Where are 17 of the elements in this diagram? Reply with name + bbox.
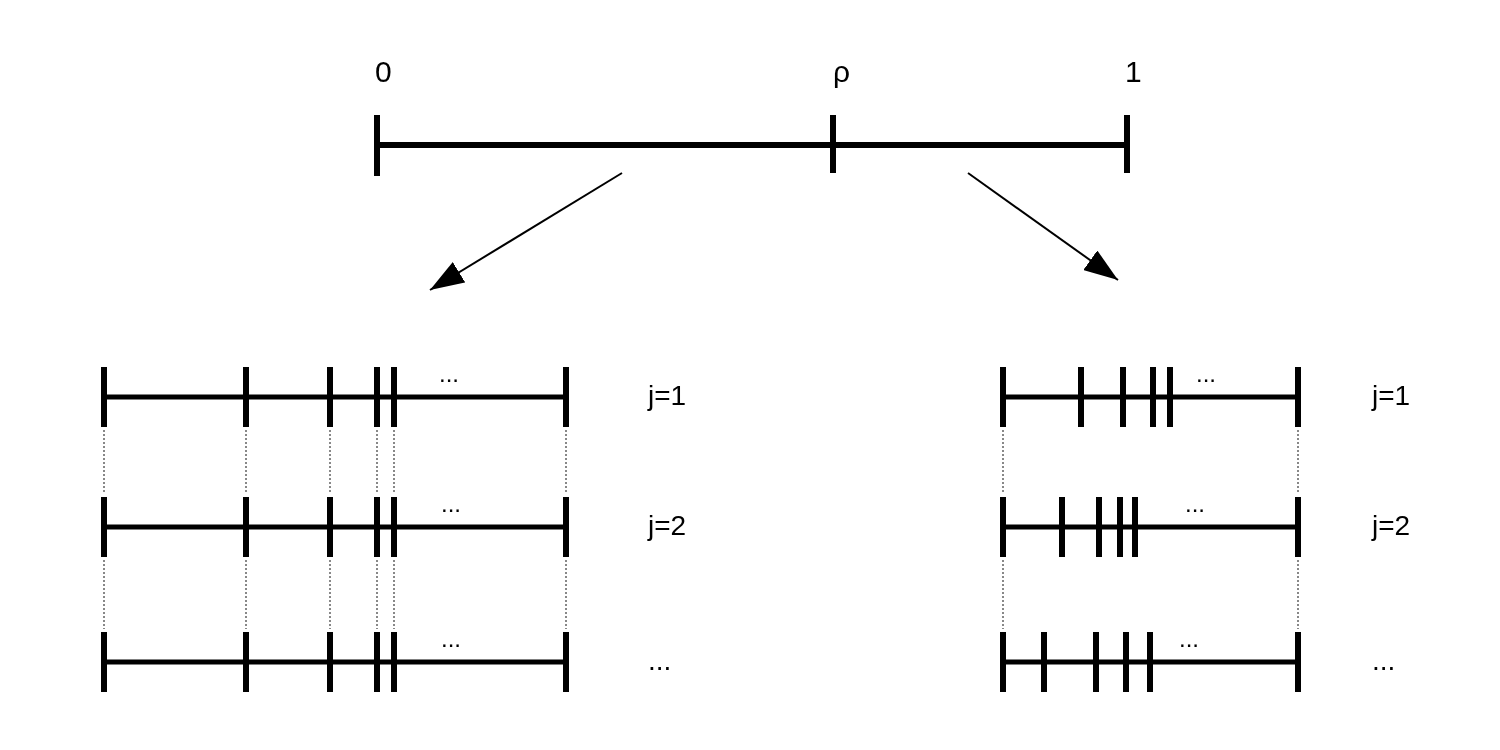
row-label: j=2 [648,512,687,540]
ellipsis: ... [1196,362,1216,386]
ellipsis: ... [439,362,459,386]
row-label: j=1 [648,382,687,410]
arrow [429,172,623,291]
row-label: ... [648,647,672,675]
row-label: j=1 [1372,382,1411,410]
arrow [967,172,1119,281]
ellipsis: ... [1179,627,1199,651]
ellipsis: ... [441,627,461,651]
ellipsis: ... [441,492,461,516]
ellipsis: ... [1185,492,1205,516]
row-label: ... [1372,647,1396,675]
tick-label: 1 [1125,57,1142,87]
row-label: j=2 [1372,512,1411,540]
tick-label: 0 [375,57,392,87]
tick-label: ρ [833,57,851,87]
